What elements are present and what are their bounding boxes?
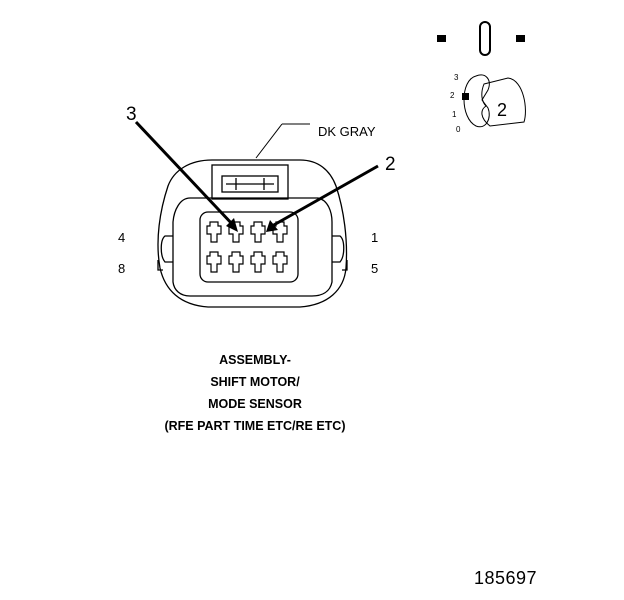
- housing-outer-shell: [157, 159, 348, 308]
- caption-line: SHIFT MOTOR/: [210, 375, 300, 389]
- connector-lock-tab: [211, 164, 289, 200]
- pin-label-8: 8: [118, 261, 125, 276]
- wire-color-leader: [255, 123, 310, 159]
- housing-right-notch: [342, 260, 348, 271]
- housing-left-lug: [160, 235, 173, 263]
- wire-color-label: DK GRAY: [318, 124, 376, 139]
- key-position-label: 0: [456, 125, 461, 134]
- key-position-label: 1: [452, 110, 457, 119]
- caption-line: MODE SENSOR: [208, 397, 302, 411]
- callout-line: [271, 164, 379, 228]
- indicator-right-mark: [516, 35, 525, 42]
- pin-label-5: 5: [371, 261, 378, 276]
- terminal-cavity: [250, 251, 266, 273]
- key-body: [481, 77, 526, 127]
- housing-inner-shell: [172, 197, 333, 297]
- terminal-cavity: [228, 251, 244, 273]
- terminal-cavity-block: [199, 211, 299, 283]
- caption-line: ASSEMBLY-: [219, 353, 291, 367]
- callout-arrowhead: [226, 218, 238, 232]
- key-position-marker: [462, 93, 469, 100]
- figure-id: 185697: [474, 568, 538, 588]
- caption-line: (RFE PART TIME ETC/RE ETC): [164, 419, 346, 433]
- lock-tab-latch: [221, 175, 279, 193]
- pin-label-1: 1: [371, 230, 378, 245]
- callout-label-3: 3: [126, 104, 137, 125]
- terminal-cavity: [206, 221, 222, 243]
- housing-left-notch: [157, 260, 163, 271]
- terminal-view-indicator: [437, 21, 525, 56]
- callout-arrow-3: [134, 120, 238, 232]
- cavity-block-outline: [199, 211, 299, 283]
- indicator-slot: [479, 21, 491, 56]
- lock-tab-frame: [211, 164, 289, 200]
- indicator-left-mark: [437, 35, 446, 42]
- key-number: 2: [497, 100, 507, 120]
- key-position-view: 3 2 1 0 2: [450, 73, 526, 134]
- key-position-label: 3: [454, 73, 459, 82]
- callout-arrow-2: [266, 164, 379, 232]
- key-back-disc: [463, 74, 490, 128]
- key-position-label: 2: [450, 91, 455, 100]
- wire-leader-line: [255, 123, 283, 159]
- pin-label-4: 4: [118, 230, 125, 245]
- callout-label-2: 2: [385, 154, 396, 175]
- callout-line: [134, 120, 236, 228]
- callout-arrowhead: [266, 220, 278, 232]
- component-caption: ASSEMBLY- SHIFT MOTOR/ MODE SENSOR (RFE …: [105, 349, 405, 437]
- terminal-cavity: [250, 221, 266, 243]
- housing-right-lug: [332, 235, 345, 263]
- terminal-cavity: [206, 251, 222, 273]
- terminal-cavity: [272, 251, 288, 273]
- connector-housing: [157, 159, 348, 308]
